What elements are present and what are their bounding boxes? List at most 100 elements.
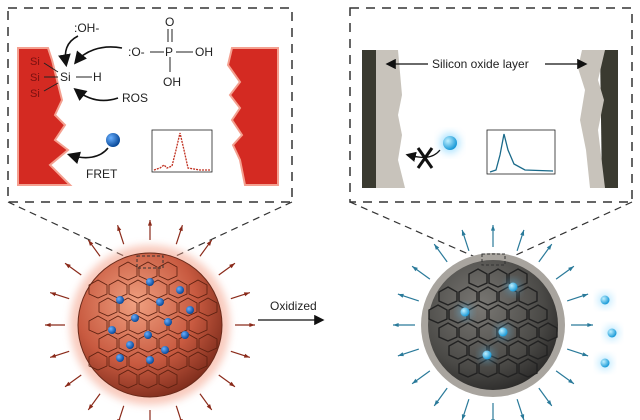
pore-cell bbox=[198, 297, 218, 317]
phosphate-o-label: :O- bbox=[128, 45, 145, 59]
spectrum-curve bbox=[489, 133, 554, 173]
dye-dot bbox=[146, 356, 154, 364]
emission-spectrum-inset bbox=[486, 129, 556, 175]
left-oxide-layer bbox=[376, 50, 405, 188]
si-atom-3: Si bbox=[30, 88, 40, 100]
arrowhead bbox=[546, 400, 552, 406]
pore-cell bbox=[468, 340, 488, 360]
arrowhead bbox=[461, 229, 466, 236]
right-dye-dots bbox=[458, 280, 619, 370]
pore-cell bbox=[478, 322, 498, 342]
arrowhead bbox=[178, 225, 183, 232]
pore-cell bbox=[478, 358, 498, 378]
dye-dot bbox=[186, 306, 194, 314]
phosphate-oh-bottom-label: OH bbox=[163, 75, 181, 89]
dye-dot bbox=[600, 358, 610, 368]
arrowhead bbox=[117, 225, 122, 232]
spectrum-curve bbox=[153, 132, 210, 171]
arrowhead bbox=[147, 220, 153, 226]
dye-dot bbox=[508, 282, 518, 292]
blocked-x-icon bbox=[416, 147, 434, 169]
dye-dot bbox=[460, 307, 470, 317]
phosphate-o-top-label: O bbox=[165, 15, 174, 29]
dye-molecule-icon bbox=[106, 133, 120, 147]
silicon-oxide-layer-label: Silicon oxide layer bbox=[432, 57, 529, 71]
dye-dot bbox=[116, 296, 124, 304]
dye-dot bbox=[181, 331, 189, 339]
pore-cell bbox=[168, 351, 188, 371]
pore-cell bbox=[538, 322, 558, 342]
left-pore-wall bbox=[17, 47, 73, 186]
pore-cell bbox=[528, 340, 548, 360]
arrowhead bbox=[412, 378, 418, 384]
pore-cell bbox=[158, 369, 178, 389]
arrowhead bbox=[206, 240, 212, 246]
pore-cell bbox=[468, 268, 488, 288]
arrowhead bbox=[249, 322, 255, 328]
pore-cell bbox=[188, 351, 208, 371]
phosphate-oh-right-label: OH bbox=[195, 45, 213, 59]
zoom-connectors bbox=[7, 201, 633, 263]
arrowhead bbox=[206, 404, 212, 410]
arrowhead bbox=[582, 352, 589, 357]
right-panel-border bbox=[349, 7, 633, 203]
pore-cell bbox=[88, 351, 108, 371]
arrowhead bbox=[568, 378, 574, 384]
arrowhead bbox=[88, 404, 94, 410]
pore-cell bbox=[458, 286, 478, 306]
dye-dot bbox=[607, 328, 617, 338]
pore-cell bbox=[488, 340, 508, 360]
arrowhead bbox=[229, 381, 235, 387]
dye-dot bbox=[126, 341, 134, 349]
oxidized-label: Oxidized bbox=[270, 299, 317, 313]
arrowhead bbox=[520, 229, 525, 236]
arrowhead bbox=[434, 400, 440, 406]
right-pore-wall bbox=[226, 47, 279, 186]
dye-dot bbox=[144, 331, 152, 339]
fret-arrow bbox=[66, 147, 109, 164]
pore-cell bbox=[438, 286, 458, 306]
pore-cell bbox=[108, 315, 128, 335]
left-zoom-box bbox=[136, 255, 164, 269]
pore-cell bbox=[98, 297, 118, 317]
arrowhead bbox=[412, 266, 418, 272]
left-zoom-panel: :OH- :O- P OH O OH Si Si Si Si H ROS FRE… bbox=[7, 7, 293, 203]
arrowhead bbox=[229, 263, 235, 269]
pore-cell bbox=[168, 279, 188, 299]
pore-cell bbox=[98, 333, 118, 353]
pore-cell bbox=[158, 261, 178, 281]
arrowhead bbox=[65, 263, 71, 269]
pore-cell bbox=[178, 333, 198, 353]
pore-cell bbox=[178, 297, 198, 317]
dye-dot bbox=[176, 286, 184, 294]
arrowhead bbox=[582, 293, 589, 298]
pore-cell bbox=[198, 333, 218, 353]
dye-dot bbox=[600, 295, 610, 305]
ros-label: ROS bbox=[122, 91, 148, 105]
pore-cell bbox=[518, 286, 538, 306]
arrowhead bbox=[243, 292, 250, 297]
arrowhead bbox=[568, 266, 574, 272]
pore-cell bbox=[428, 304, 448, 324]
pore-cell bbox=[488, 304, 508, 324]
si-atom-1: Si bbox=[30, 56, 40, 68]
dye-molecule-icon bbox=[443, 136, 457, 150]
right-zoom-box bbox=[481, 253, 506, 266]
pore-cell bbox=[88, 279, 108, 299]
phosphate-p-label: P bbox=[165, 45, 173, 59]
arrowhead bbox=[243, 353, 250, 358]
arrowhead bbox=[50, 292, 57, 297]
arrowhead bbox=[50, 353, 57, 358]
arrowhead bbox=[393, 322, 399, 328]
arrowhead bbox=[520, 414, 525, 420]
pore-cell bbox=[458, 322, 478, 342]
dye-dot bbox=[164, 318, 172, 326]
pore-cell bbox=[508, 340, 528, 360]
arrowhead bbox=[587, 322, 593, 328]
pore-cell bbox=[188, 279, 208, 299]
arrowhead bbox=[65, 381, 71, 387]
left-dye-dots bbox=[108, 278, 194, 364]
pore-cell bbox=[118, 369, 138, 389]
